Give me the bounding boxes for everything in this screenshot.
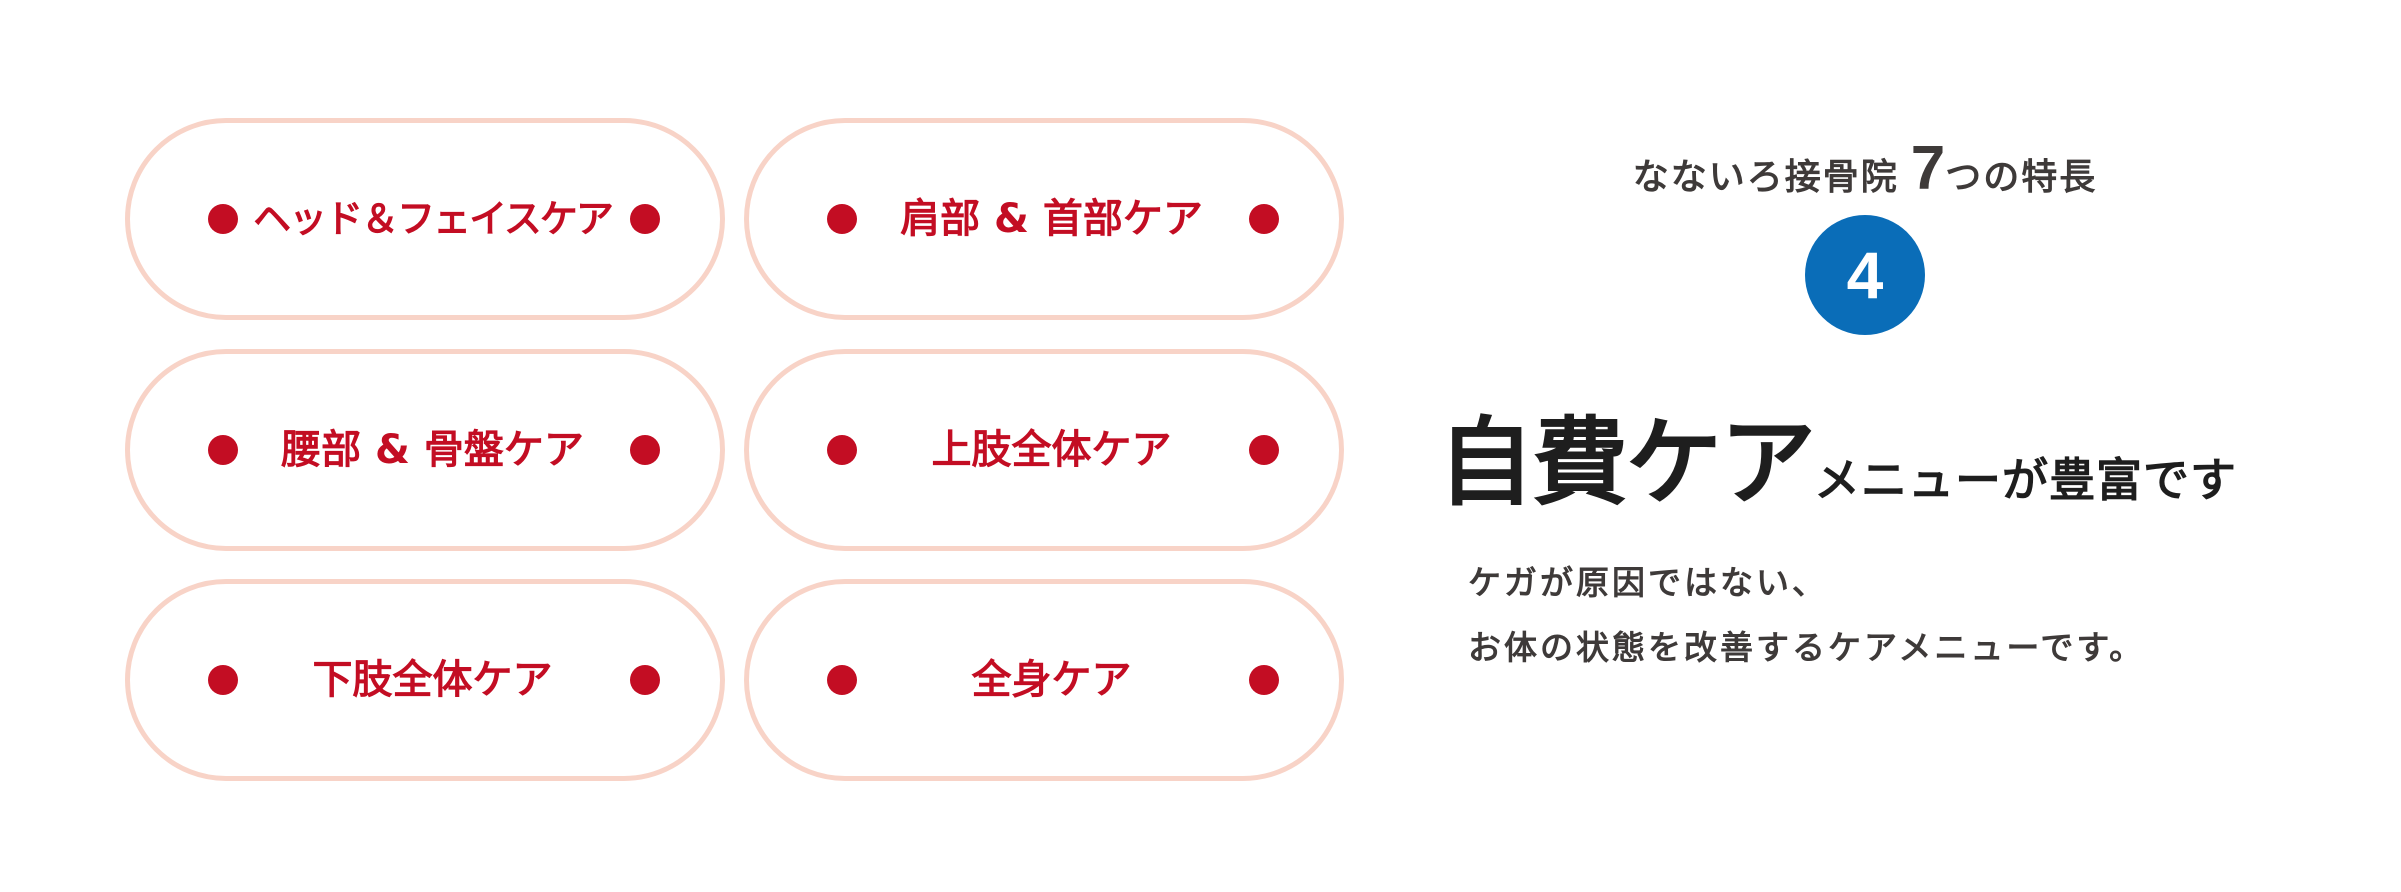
care-item-label: ヘッド＆フェイスケア: [253, 197, 614, 241]
feature-title: 自費ケアメニューが豊富です: [1438, 385, 2237, 524]
care-item-lower-limbs[interactable]: 下肢全体ケア: [125, 579, 725, 781]
care-item-label: 肩部 & 首部ケア: [900, 196, 1203, 242]
care-item-label: 下肢全体ケア: [312, 657, 553, 703]
care-item-label: 腰部 & 骨盤ケア: [281, 427, 584, 473]
description-line-2: お体の状態を改善するケアメニューです。: [1468, 628, 2146, 667]
bullet-dot-icon: [1249, 435, 1279, 465]
bullet-dot-icon: [630, 204, 660, 234]
care-item-shoulder-neck[interactable]: 肩部 & 首部ケア: [744, 118, 1344, 320]
care-item-head-face[interactable]: ヘッド＆フェイスケア: [125, 118, 725, 320]
care-item-lower-back-pelvis[interactable]: 腰部 & 骨盤ケア: [125, 349, 725, 551]
bullet-dot-icon: [827, 435, 857, 465]
bullet-dot-icon: [1249, 204, 1279, 234]
feature-title-rest: メニューが豊富です: [1814, 453, 2237, 507]
bullet-dot-icon: [1249, 665, 1279, 695]
bullet-dot-icon: [827, 665, 857, 695]
description-line-1: ケガが原因ではない、: [1468, 563, 1828, 602]
bullet-dot-icon: [630, 435, 660, 465]
eyebrow-clinic-name: なないろ接骨院: [1632, 157, 1899, 198]
eyebrow-number: 7: [1910, 134, 1946, 203]
care-item-whole-body[interactable]: 全身ケア: [744, 579, 1344, 781]
bullet-dot-icon: [208, 204, 238, 234]
care-item-upper-limbs[interactable]: 上肢全体ケア: [744, 349, 1344, 551]
bullet-dot-icon: [630, 665, 660, 695]
eyebrow-suffix: つの特長: [1945, 157, 2098, 198]
care-item-label: 上肢全体ケア: [931, 427, 1172, 473]
feature-description: ケガが原因ではない、 お体の状態を改善するケアメニューです。: [1468, 550, 2145, 680]
care-menu-grid: ヘッド＆フェイスケア 肩部 & 首部ケア 腰部 & 骨盤ケア 上肢全体ケア 下肢…: [125, 118, 1345, 781]
care-item-label: 全身ケア: [971, 657, 1132, 703]
bullet-dot-icon: [208, 665, 238, 695]
bullet-dot-icon: [827, 204, 857, 234]
feature-title-emphasis: 自費ケア: [1438, 407, 1816, 519]
bullet-dot-icon: [208, 435, 238, 465]
feature-number-badge: 4: [1805, 215, 1925, 335]
